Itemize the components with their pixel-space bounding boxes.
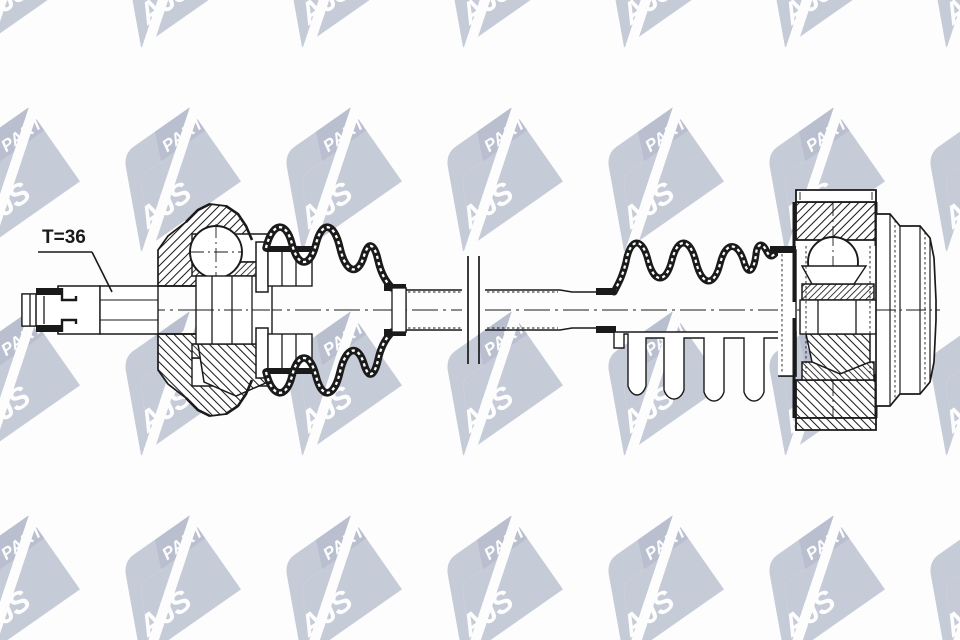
outer-flange-hub (875, 213, 937, 407)
outer-cv-joint-bearing (792, 196, 879, 430)
spline-count-label: T=36 (42, 227, 86, 248)
shaft-break-line (467, 256, 480, 364)
inner-stub-shaft-splined (21, 285, 101, 335)
outer-cv-hub (799, 299, 879, 335)
inner-cv-joint-housing (157, 202, 273, 418)
outer-boot-bellows (596, 239, 797, 402)
stub-shaft-splined-body (99, 285, 159, 335)
outer-shaft-stub (770, 246, 797, 377)
spline-count-annotation: T=36 (38, 227, 113, 293)
